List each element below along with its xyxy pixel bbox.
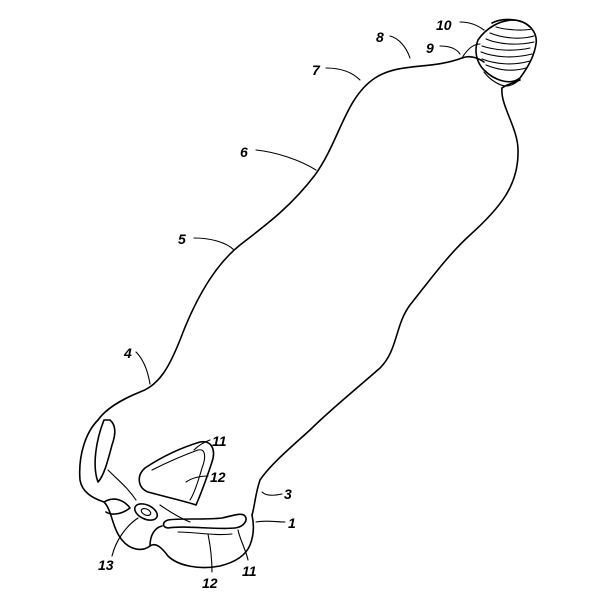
- ref-label-5: 5: [178, 231, 186, 247]
- leader-13: [111, 517, 139, 557]
- thread-4: [485, 64, 527, 71]
- ref-label-10: 10: [436, 17, 452, 33]
- foot-groove-lower: [162, 513, 247, 530]
- leader-1: [255, 520, 286, 523]
- ref-label-9: 9: [426, 40, 434, 56]
- ref-label-3: 3: [284, 486, 292, 502]
- leader-5: [193, 237, 235, 251]
- foot-groove-upper-inner: [151, 449, 206, 501]
- shoulder-to-neck: [461, 55, 485, 63]
- foot-groove-upper: [138, 440, 215, 506]
- thread-1: [481, 45, 531, 51]
- bottle-cap-finish: [461, 18, 538, 87]
- leader-3: [261, 491, 283, 496]
- ref-label-6: 6: [240, 144, 248, 160]
- leader-11a: [193, 439, 211, 451]
- ref-label-7: 7: [312, 62, 321, 78]
- foot-groove-bottom: [149, 525, 163, 547]
- center-gate-inner: [140, 508, 152, 516]
- foot-groove-left-lower: [103, 498, 131, 515]
- ref-label-8: 8: [376, 29, 384, 45]
- ref-label-4: 4: [123, 345, 132, 361]
- ref-label-11-upper: 11: [212, 433, 227, 449]
- leader-9: [439, 45, 461, 55]
- leader-lines: [111, 21, 485, 573]
- thread-3: [481, 58, 531, 65]
- reference-labels: 1 3 4 5 6 7 8 9 10 11 12 11 12 13: [98, 17, 452, 591]
- center-gate: [133, 503, 159, 521]
- ref-label-12-lower: 12: [202, 575, 218, 591]
- ref-label-12-upper: 12: [210, 469, 226, 485]
- ref-label-11-lower: 11: [242, 563, 257, 579]
- leader-8: [389, 35, 411, 59]
- foot-groove-left: [94, 419, 116, 483]
- leader-11b: [237, 529, 249, 561]
- leader-6: [255, 149, 317, 171]
- leader-12a: [185, 475, 209, 483]
- thread-2: [480, 51, 533, 58]
- leader-12b: [207, 533, 213, 573]
- bottle-left-profile: [97, 57, 463, 421]
- ref-label-1: 1: [288, 515, 296, 531]
- support-ring: [461, 43, 521, 87]
- cap-top-lip: [491, 18, 531, 28]
- foot-groove-lower-inner: [177, 531, 233, 536]
- thread-5: [489, 32, 535, 39]
- leader-4: [135, 351, 151, 385]
- base-outline: [78, 419, 255, 569]
- bottle-body: [97, 55, 521, 516]
- bottle-right-profile: [251, 87, 519, 516]
- leader-7: [325, 67, 361, 81]
- base-inner-curve: [107, 469, 191, 523]
- thread-6: [485, 38, 535, 45]
- leader-10: [459, 21, 485, 31]
- petaloid-base: [78, 419, 255, 569]
- ref-label-13: 13: [98, 557, 114, 573]
- thread-7: [495, 26, 533, 31]
